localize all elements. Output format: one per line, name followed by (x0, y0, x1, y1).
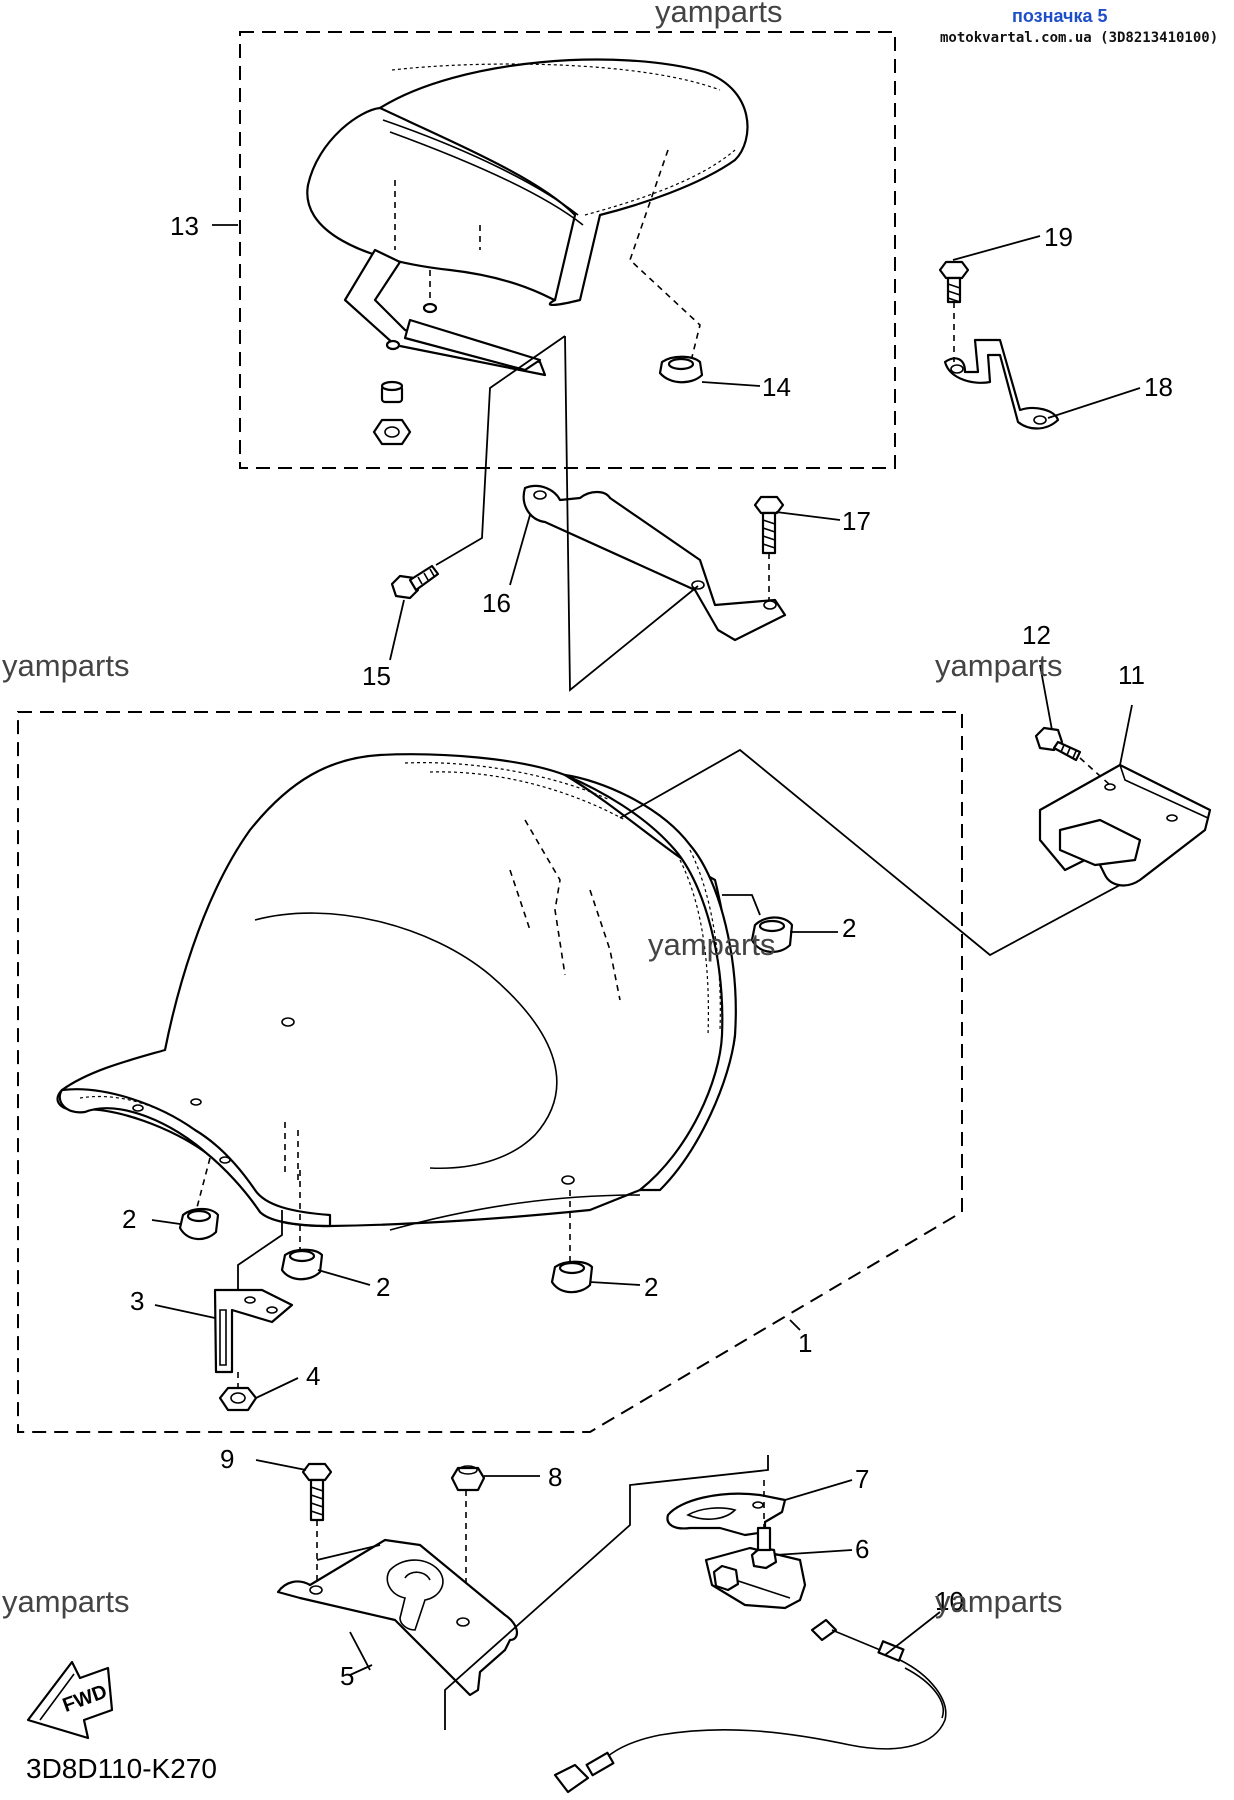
callout-2-upper: 2 (842, 913, 856, 943)
callout-1: 1 (798, 1328, 812, 1358)
plate-5-link (316, 1544, 381, 1561)
latch-6-part (704, 1526, 807, 1610)
callout-3: 3 (130, 1286, 144, 1316)
watermark-right-lower: yamparts (935, 1584, 1062, 1619)
watermark-center: yamparts (648, 927, 775, 962)
header-reference: motokvartal.com.ua (3D8213410100) (940, 30, 1218, 46)
header-label: позначка 5 (1012, 6, 1108, 26)
nut-4-part (218, 1386, 258, 1412)
callout-10: 10 (935, 1586, 964, 1616)
callout-leaders (151, 224, 1141, 1676)
watermark-top: yamparts (655, 0, 782, 29)
callout-12: 12 (1022, 620, 1051, 650)
callout-7: 7 (855, 1464, 869, 1494)
callout-2-right: 2 (644, 1272, 658, 1302)
callout-4: 4 (306, 1361, 320, 1391)
watermark-left-lower: yamparts (2, 1584, 129, 1619)
diagram-code: 3D8D110-K270 (26, 1753, 217, 1784)
watermark-right-upper: yamparts (935, 648, 1062, 683)
fwd-arrow-icon: FWD (26, 1660, 114, 1740)
seat-nut-part (372, 380, 412, 446)
hook-7-part (666, 1492, 787, 1537)
latch-routing-line (444, 1455, 769, 1730)
damper-2-center-part (280, 1248, 324, 1281)
damper-2-upper-part (722, 894, 794, 953)
callout-13: 13 (170, 211, 199, 241)
bracket-16-part (522, 484, 787, 642)
callout-6: 6 (855, 1534, 869, 1564)
damper-2-left-part (178, 1207, 220, 1241)
routing-line-11 (619, 748, 1121, 957)
damper-14-part (658, 355, 704, 384)
nut-8-part (450, 1465, 486, 1492)
main-seat-assembly-box (17, 711, 963, 1433)
cable-10-part (553, 1618, 947, 1794)
bracket-3-part (213, 1288, 294, 1374)
bracket-11-part (1038, 763, 1212, 887)
bracket-3-link (237, 1210, 283, 1290)
plate-5-part (276, 1538, 518, 1697)
bolt-9-part (301, 1462, 333, 1522)
callout-19: 19 (1044, 222, 1073, 252)
main-seat-part (56, 753, 737, 1231)
callout-9: 9 (220, 1444, 234, 1474)
damper-axes (299, 1170, 571, 1262)
bolt-17-part (753, 495, 785, 555)
routing-line-15 (435, 335, 566, 566)
callout-15: 15 (362, 661, 391, 691)
bolt-19-part (938, 260, 970, 304)
callout-17: 17 (842, 506, 871, 536)
bolt-12-axis (1079, 757, 1111, 786)
bolt-15-part (390, 564, 440, 600)
callout-18: 18 (1144, 372, 1173, 402)
passenger-seat-part (306, 58, 749, 377)
damper-2-right-part (550, 1260, 594, 1294)
handle-18-part (943, 338, 1060, 430)
callout-11: 11 (1118, 660, 1145, 690)
callout-8: 8 (548, 1462, 562, 1492)
watermark-left-upper: yamparts (2, 648, 129, 683)
callout-2-left: 2 (122, 1204, 136, 1234)
callout-14: 14 (762, 372, 791, 402)
callout-5: 5 (340, 1661, 354, 1691)
callout-2-center: 2 (376, 1272, 390, 1302)
routing-line-main (564, 335, 699, 692)
bolt-12-part (1034, 726, 1082, 762)
callout-16: 16 (482, 588, 511, 618)
